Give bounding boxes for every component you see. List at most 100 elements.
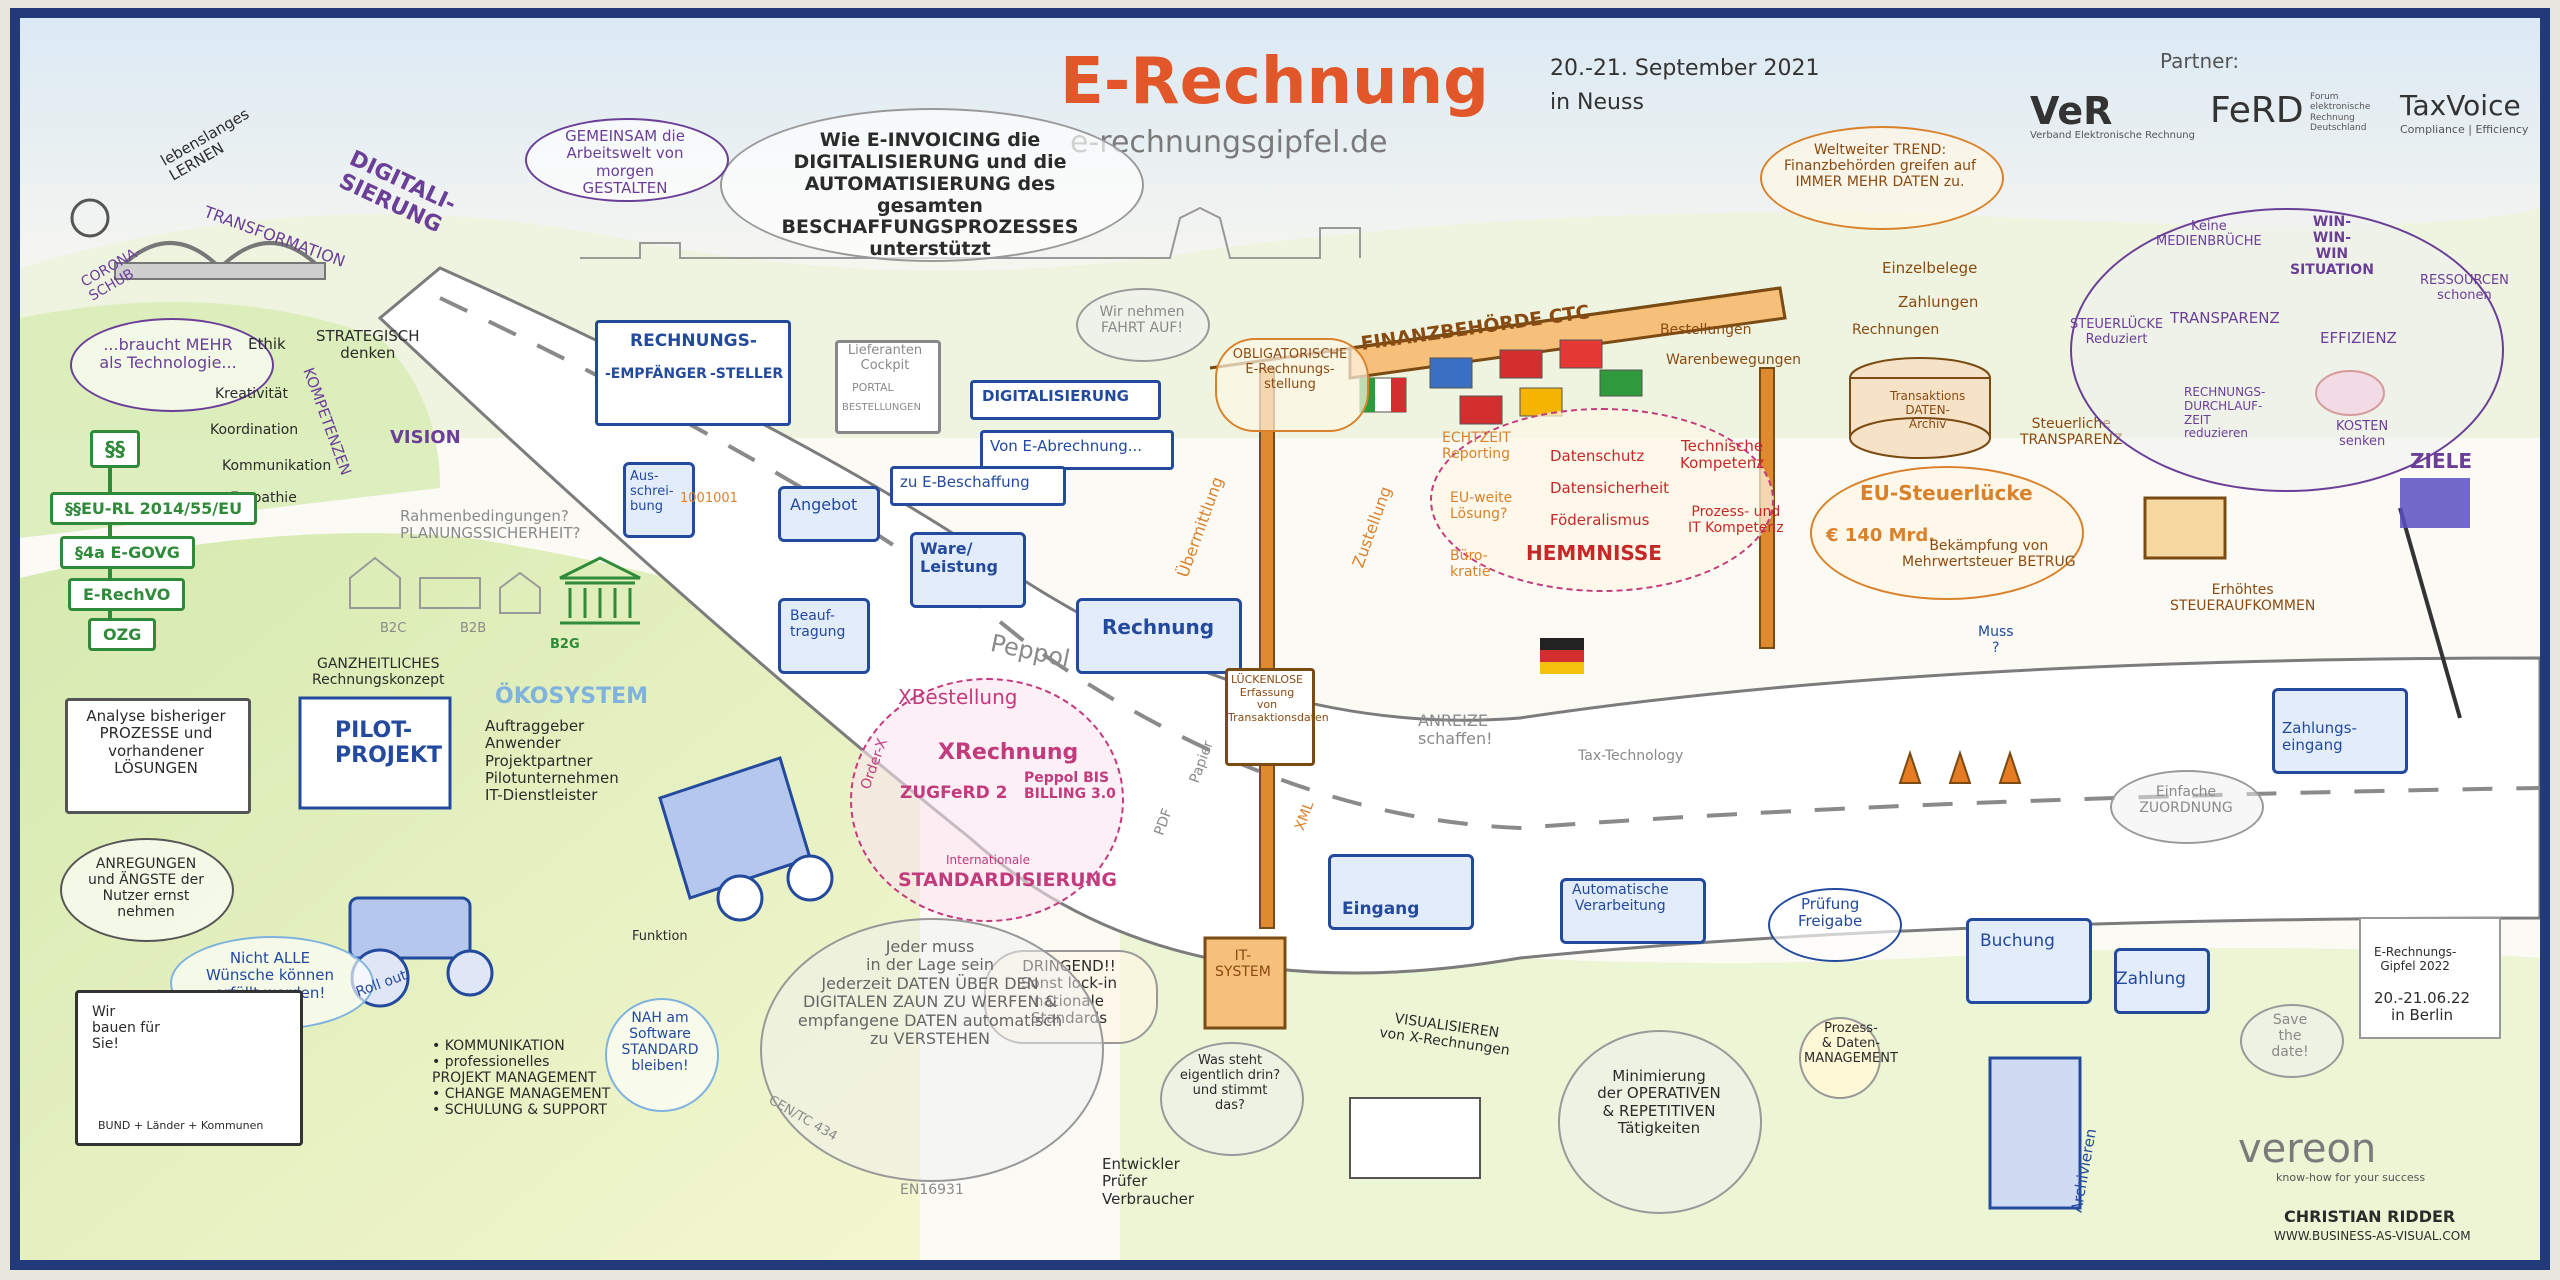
weltweiter-text: Weltweiter TREND: Finanzbehörden greifen… xyxy=(1784,142,1976,191)
skyline xyxy=(580,206,1361,259)
braucht-bubble xyxy=(70,318,274,412)
eu-steuerluecke-label: EU-Steuerlücke xyxy=(1860,481,2033,505)
minimierung-bubble xyxy=(1558,1030,1762,1214)
datenschutz-label: Datenschutz xyxy=(1550,447,1645,465)
gemeinsam-bubble xyxy=(525,118,729,202)
ethik-label: Ethik xyxy=(248,335,286,353)
xbestellung-label: XBestellung xyxy=(898,685,1018,709)
ausschreibung-cart xyxy=(623,462,695,538)
betrag-label: € 140 Mrd. xyxy=(1826,525,1936,546)
sun xyxy=(70,198,110,238)
ziele-label: ZIELE xyxy=(2410,449,2473,473)
bund-text: BUND + Länder + Kommunen xyxy=(98,1119,264,1132)
durchlaufzeit-label: RECHNUNGS- DURCHLAUF- ZEIT reduzieren xyxy=(2184,385,2266,441)
law-sign-eu-rl: §§EU-RL 2014/55/EU xyxy=(50,492,258,525)
intro-bubble xyxy=(720,108,1144,262)
artist-name: CHRISTIAN RIDDER xyxy=(2284,1207,2456,1226)
pilot-projekt-text: PILOT- PROJEKT xyxy=(335,718,443,769)
german-flag xyxy=(1540,638,1584,650)
bekaempfung-text: Bekämpfung von Mehrwertsteuer BETRUG xyxy=(1902,538,2076,571)
prozess-daten-label: Prozess- & Daten- MANAGEMENT xyxy=(1804,1021,1898,1066)
gate-pillar-left xyxy=(1259,367,1275,929)
rechnung-text: Rechnung xyxy=(1102,615,1215,639)
lieferanten-bestellungen: BESTELLUNGEN xyxy=(842,402,921,413)
lueckenlose-text: LÜCKENLOSE Erfassung von Transaktionsdat… xyxy=(1228,673,1329,724)
partner-ferd-logo: FeRD xyxy=(2210,90,2304,131)
eu-steuer-cloud xyxy=(1810,466,2084,600)
weltweiter-bubble xyxy=(1760,126,2004,230)
archive-shelf xyxy=(1988,1056,2082,1210)
gemeinsam-text: GEMEINSAM die Arbeitswelt von morgen GES… xyxy=(565,127,685,197)
lectern xyxy=(2359,917,2501,1039)
keine-medienbrueche: Keine MEDIENBRÜCHE xyxy=(2156,219,2262,249)
analyse-text: Analyse bisheriger PROZESSE und vorhande… xyxy=(86,707,226,777)
anregungen-text: ANREGUNGEN und ÄNGSTE der Nutzer ernst n… xyxy=(88,856,204,921)
standards-cloud xyxy=(850,678,1124,922)
traffic-cones xyxy=(1898,749,2022,784)
eu-flags xyxy=(1359,339,1643,425)
artist-url: WWW.BUSINESS-AS-VISUAL.COM xyxy=(2274,1229,2471,1243)
factory-b2b xyxy=(499,571,541,614)
ware-truck xyxy=(910,532,1026,608)
rahmen-text: Rahmenbedingungen? PLANUNGSSICHERHEIT? xyxy=(400,507,581,543)
automatische-label: Automatische Verarbeitung xyxy=(1572,882,1669,915)
event-date: 20.-21. September 2021 xyxy=(1550,56,1820,81)
ressourcen-label: RESSOURCEN schonen xyxy=(2420,273,2509,303)
oekosystem-items: Auftraggeber Anwender Projektpartner Pil… xyxy=(485,717,619,804)
jeder-bubble xyxy=(760,918,1104,1182)
digitalisierung-sign xyxy=(970,380,1161,420)
fahrt-bubble xyxy=(1076,288,1210,362)
law-sign-erechvo: E-RechVO xyxy=(68,578,186,611)
muss-label: Muss ? xyxy=(1978,624,2014,657)
house-b2c xyxy=(349,556,401,609)
buerokratie-label: Büro- kratie xyxy=(1450,548,1491,581)
was-steht-text: Was steht eigentlich drin? und stimmt da… xyxy=(1179,1053,1281,1113)
main-title: E-Rechnung xyxy=(1060,45,1489,119)
strategisch-label: STRATEGISCH denken xyxy=(316,327,420,363)
echtzeit-label: ECHTZEIT Reporting xyxy=(1442,430,1511,463)
lieferanten-cockpit-sign xyxy=(835,340,941,434)
eu-weite-label: EU-weite Lösung? xyxy=(1450,490,1513,523)
entwickler-text: Entwickler Prüfer Verbraucher xyxy=(1102,1155,1195,1208)
erhoehtes-steueraufkommen: Erhöhtes STEUERAUFKOMMEN xyxy=(2170,582,2316,615)
bund-board xyxy=(75,990,303,1146)
xrechnung-label: XRechnung xyxy=(938,740,1079,765)
law-sign-paragraphs: §§ xyxy=(90,430,140,468)
vereon-logo: vereon xyxy=(2238,1126,2377,1172)
partner-ver-logo: VeR xyxy=(2030,89,2113,133)
partner-label: Partner: xyxy=(2160,49,2240,73)
goal-flag-pole xyxy=(2398,507,2462,719)
bestellungen-label: Bestellungen xyxy=(1660,322,1752,338)
ausschreibung-text: Aus- schrei- bung xyxy=(630,469,674,514)
einfache-bubble xyxy=(2110,770,2264,844)
anregungen-bubble xyxy=(60,838,234,942)
zahlungen-label: Zahlungen xyxy=(1898,293,1979,311)
internationale-label: Internationale xyxy=(946,853,1030,867)
jeder-text: Jeder muss in der Lage sein Jederzeit DA… xyxy=(797,937,1063,1048)
nicht-alle-text: Nicht ALLE Wünsche können erfüllt werden… xyxy=(206,949,334,1001)
treasure-chest xyxy=(2143,496,2227,560)
nah-text: NAH am Software STANDARD bleiben! xyxy=(621,1010,699,1075)
law-sign-ozg: OZG xyxy=(88,618,157,651)
zugferd-label: ZUGFeRD 2 xyxy=(900,783,1008,803)
warenbewegungen-label: Warenbewegungen xyxy=(1666,352,1802,368)
peppol-bis-label: Peppol BIS BILLING 3.0 xyxy=(1024,770,1116,803)
zahlung-box xyxy=(2114,948,2210,1014)
zahlungseingang-label: Zahlungs- eingang xyxy=(2282,719,2357,755)
lieferanten-cockpit-text: Lieferanten Cockpit xyxy=(847,343,923,373)
kosten-label: KOSTEN senken xyxy=(2336,419,2389,449)
digitalisierung-sign-text: DIGITALISIERUNG xyxy=(982,387,1129,405)
rechnungen-label: Rechnungen xyxy=(1852,322,1940,338)
von-e-abrechnung-sign xyxy=(980,430,1174,470)
goal-flag xyxy=(2400,478,2470,528)
b2c-label: B2C xyxy=(380,621,407,636)
hemmnisse-label: HEMMNISSE xyxy=(1526,541,1662,565)
rechnungs-sign-title: RECHNUNGS- xyxy=(630,331,757,351)
save-the-date: Save the date! xyxy=(2271,1012,2309,1061)
rechnungs-empfaenger: -EMPFÄNGER xyxy=(605,366,707,382)
light-bulb xyxy=(1799,1017,1881,1099)
buchung-label: Buchung xyxy=(1980,931,2055,951)
foederalismus-label: Föderalismus xyxy=(1550,511,1650,529)
intro-text: Wie E-INVOICING die DIGITALISIERUNG und … xyxy=(781,129,1079,261)
lueckenlose-sign xyxy=(1225,668,1315,766)
